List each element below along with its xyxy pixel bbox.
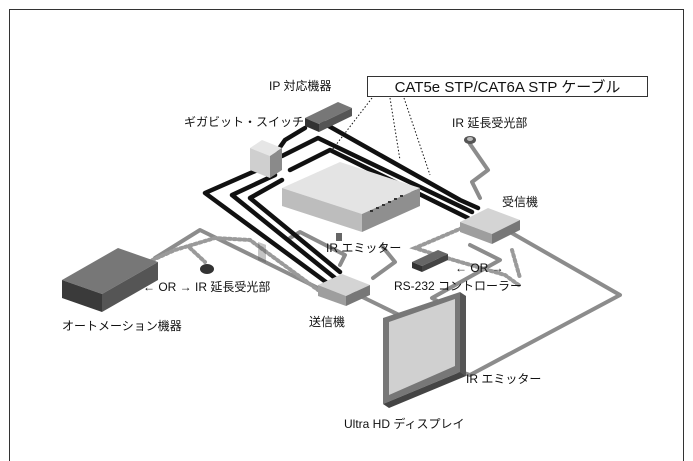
dotted-cable-rx-or (510, 248, 522, 280)
leader-line-3 (403, 97, 431, 176)
ir-emitter-center-icon (336, 233, 342, 241)
grey-cable-ir-top-rx (468, 142, 490, 200)
grey-cable-ir-emitter-rx (371, 244, 397, 280)
ip-device-label: IP 対応機器 (269, 79, 332, 93)
receiver-icon (460, 208, 520, 244)
transmitter-label: 送信機 (309, 315, 346, 329)
ir-extender-receiver-icon (464, 136, 476, 144)
cable-type-label: CAT5e STP/CAT6A STP ケーブル (367, 76, 648, 97)
ir-extender-receiver-label: IR 延長受光部 (452, 116, 528, 130)
automation-device-icon (62, 248, 158, 312)
dotted-cable-ir-ext (188, 246, 207, 264)
rs232-controller-label: RS-232 コントローラー (394, 279, 523, 293)
leader-line-1 (331, 97, 373, 151)
dotted-cable-automation (146, 235, 320, 292)
cat-cable-switch-tx-3 (247, 177, 343, 275)
display-label: Ultra HD ディスプレイ (344, 417, 465, 431)
gigabit-switch-icon (250, 140, 282, 263)
ir-extender-automation-icon (200, 264, 214, 274)
ir-emitter-center-label: IR エミッター (326, 241, 402, 255)
center-device-icon (282, 162, 420, 232)
automation-device-label: オートメーション機器 (62, 319, 182, 333)
or-rs232-label: ← OR → (455, 261, 504, 275)
cat-cable-ip-switch (275, 125, 308, 153)
grey-cable-rx-ir-emitter-display (453, 230, 622, 377)
cat-cable-ip-rx (315, 117, 481, 211)
grey-cable-automation-tx (153, 228, 320, 290)
or-ir-extender-label: ← OR → IR 延長受光部 (143, 280, 271, 294)
gigabit-switch-label: ギガビット・スイッチ (184, 115, 305, 129)
cat-cable-switch-tx-1 (202, 165, 333, 288)
diagram-frame (9, 9, 684, 461)
cat-cable-switch-tx-2 (229, 172, 338, 281)
leader-line-2 (389, 97, 401, 161)
cat-cable-tx-rx-loop (287, 147, 471, 221)
transmitter-icon (318, 274, 370, 306)
display-icon (383, 292, 466, 408)
ip-device-icon (305, 102, 352, 132)
cat-cable-switch-rx-1 (279, 135, 475, 215)
rs232-controller-icon (412, 250, 448, 272)
ir-emitter-display-label: IR エミッター (466, 372, 542, 386)
receiver-label: 受信機 (502, 195, 539, 209)
